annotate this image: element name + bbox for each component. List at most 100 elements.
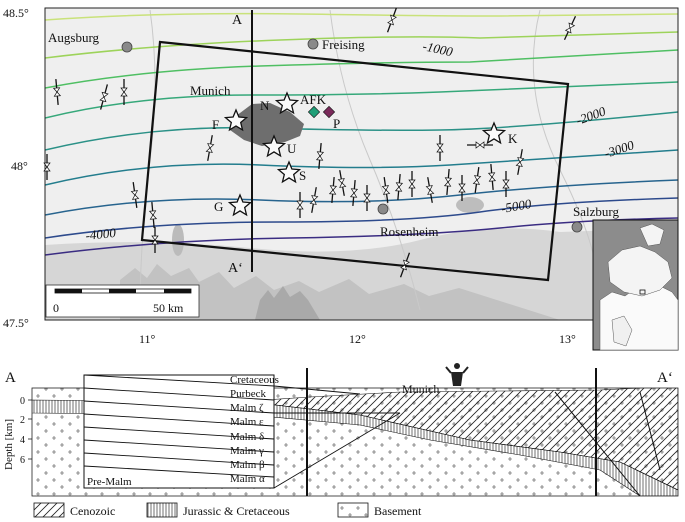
station-star-icon (261, 134, 287, 158)
legend-label: Jurassic & Cretaceous (183, 504, 290, 518)
layer-label: Malm γ (230, 445, 264, 457)
stress-indicator-icon (458, 175, 466, 201)
stress-indicator-icon (151, 227, 159, 253)
contour-label: -1000 (421, 38, 454, 59)
legend-label: Basement (374, 504, 422, 518)
cenozoic-unit (249, 388, 678, 491)
city-label: Augsburg (48, 30, 100, 45)
depth-tick: 4 (20, 435, 25, 446)
layer-label: Malm δ (230, 431, 264, 443)
depth-axis-title: Depth [km] (3, 419, 15, 470)
contour-line (45, 149, 678, 186)
stress-indicator-icon (349, 179, 359, 207)
layer-label: Cretaceous (230, 374, 279, 386)
legend-swatch-jurassic (146, 502, 178, 518)
munich-monument-icon (445, 363, 469, 386)
stress-indicator-icon (381, 177, 391, 203)
station-label: K (508, 131, 518, 146)
profile-start-label: A (232, 13, 243, 28)
layer-label: Malm α (230, 473, 265, 485)
stress-indicator-icon (309, 187, 319, 213)
stress-indicator-icon (43, 154, 51, 180)
stress-indicator-icon (436, 135, 444, 161)
scalebar-start: 0 (53, 301, 59, 315)
cross-section: A A‘ Cretaceous Purbeck Malm ζ Malm ε M (3, 363, 679, 497)
munich-area (230, 103, 304, 146)
city-marker (377, 203, 389, 215)
station-label: N (260, 98, 270, 113)
contour-label: -5000 (500, 196, 533, 216)
layer-label: Malm ζ (230, 402, 264, 414)
stress-indicator-icon (130, 182, 140, 208)
map-panel: 48.5° 48° 47.5° 11° 12° 13° A A‘ -1000 -… (3, 6, 679, 351)
stress-indicator-icon (408, 171, 416, 197)
legend: Cenozoic Jurassic & Cretaceous Basement (33, 502, 422, 518)
contour-line (45, 31, 678, 59)
station-layer (223, 91, 507, 217)
depth-tick: 2 (20, 415, 25, 426)
stress-indicator-icon (52, 78, 62, 106)
stress-indicator-icon (563, 15, 577, 41)
scalebar: 0 50 km (45, 284, 200, 318)
stress-indicator-icon (363, 185, 371, 211)
section-city-label: Munich (402, 382, 439, 396)
contour-line (45, 197, 678, 239)
stress-indicator-icon (467, 141, 493, 149)
station-star-icon (274, 91, 300, 115)
contour-line (45, 81, 678, 119)
city-marker (121, 41, 133, 53)
stress-indicator-icon (337, 170, 347, 196)
layer-label: Purbeck (230, 388, 267, 400)
lat-label: 48.5° (3, 6, 29, 20)
legend-label: Cenozoic (70, 504, 115, 518)
stress-indicator-icon (515, 149, 525, 175)
station-star-icon (276, 160, 302, 184)
stress-indicator-icon (205, 135, 215, 161)
section-start-label: A (5, 370, 16, 386)
inset-map (592, 219, 679, 351)
city-marker (307, 38, 319, 50)
stress-indicator-layer (43, 7, 577, 278)
stress-indicator-icon (502, 171, 510, 197)
station-star-icon (481, 121, 507, 145)
contour-line (45, 49, 678, 89)
layer-label: Malm ε (230, 416, 264, 428)
p-marker (322, 105, 336, 119)
stress-indicator-icon (386, 7, 398, 33)
city-label: Rosenheim (380, 224, 439, 239)
lon-label: 13° (559, 332, 576, 346)
stress-indicator-icon (99, 84, 109, 110)
stress-indicator-icon (399, 252, 411, 278)
stress-indicator-icon (296, 192, 304, 218)
scalebar-end: 50 km (153, 301, 184, 315)
lon-label: 12° (349, 332, 366, 346)
station-label: U (287, 141, 297, 156)
legend-swatch-basement (337, 502, 369, 518)
well-label: AFK (300, 92, 327, 107)
stress-indicator-icon (148, 201, 158, 229)
station-label: G (214, 199, 223, 214)
lat-label: 47.5° (3, 316, 29, 330)
lon-label: 11° (139, 332, 156, 346)
depth-tick: 0 (20, 396, 25, 407)
afk-marker (307, 105, 321, 119)
stress-indicator-icon (425, 177, 435, 203)
depth-tick: 6 (20, 455, 25, 466)
profile-end-label: A‘ (228, 261, 243, 276)
stress-indicator-icon (472, 167, 482, 193)
stress-indicator-icon (328, 176, 338, 204)
contour-label: -4000 (85, 225, 117, 243)
contour-line (45, 12, 678, 21)
section-end-label: A‘ (657, 370, 673, 386)
layer-label: Malm β (230, 459, 265, 471)
station-label: F (212, 117, 219, 132)
station-label: S (299, 168, 306, 183)
strat-column: Cretaceous Purbeck Malm ζ Malm ε Malm δ … (83, 374, 401, 489)
station-star-icon (227, 193, 253, 217)
city-label: Freising (322, 37, 365, 52)
legend-swatch-cenozoic (33, 502, 65, 518)
well-label: P (333, 116, 340, 131)
stress-indicator-icon (394, 173, 404, 201)
lat-label: 48° (11, 159, 28, 173)
